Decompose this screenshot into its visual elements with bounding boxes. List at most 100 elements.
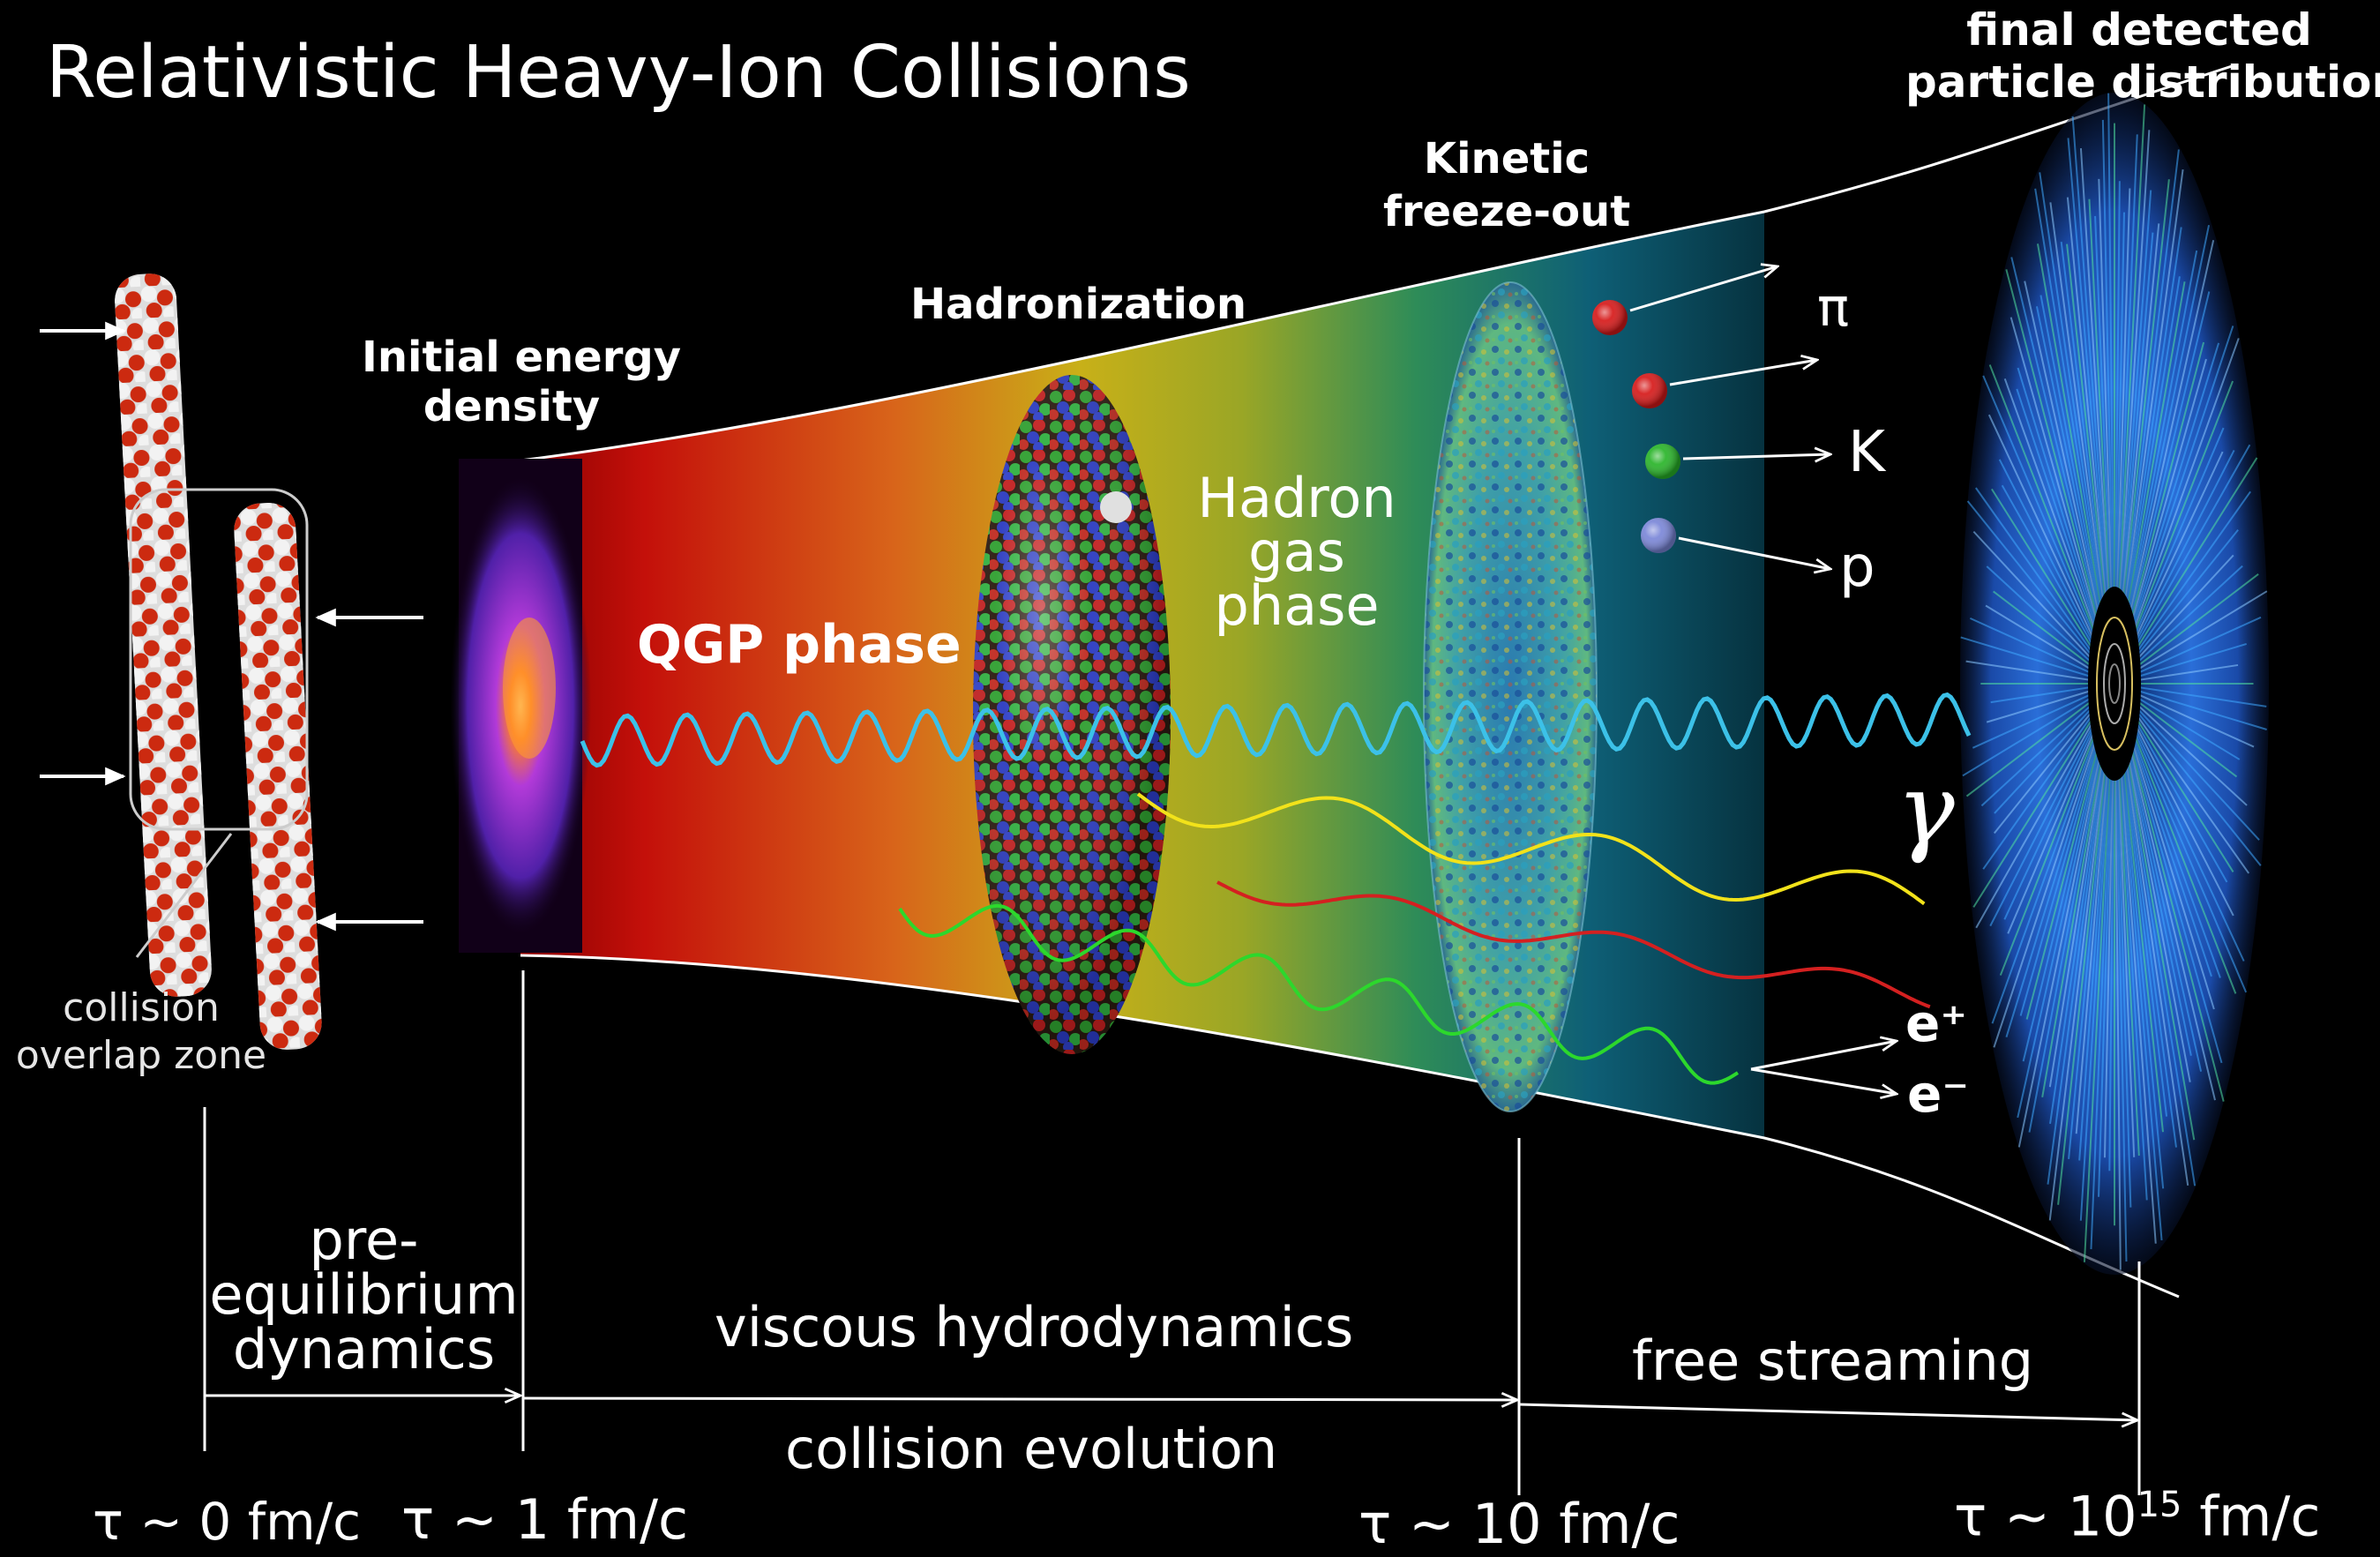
detector-track — [2094, 215, 2112, 596]
detector-track — [2090, 771, 2112, 1250]
detector-track — [2125, 759, 2197, 1186]
detector-track — [2117, 134, 2138, 596]
detector-track — [2007, 730, 2096, 934]
detector-track — [2016, 388, 2098, 630]
detector-track — [2130, 358, 2207, 625]
free-streaming-arrow — [1518, 1403, 2137, 1420]
hadron-gas-line-3: phase — [1214, 573, 1380, 638]
detector-track — [2048, 764, 2107, 1221]
overlap-zone-box — [129, 488, 309, 831]
detector-track — [2137, 689, 2267, 730]
detector-track — [2017, 751, 2100, 1119]
detector-track — [2115, 212, 2125, 595]
detector-track — [2088, 198, 2111, 597]
detector-track — [2039, 295, 2102, 612]
detector-track — [2066, 243, 2107, 603]
detector-track — [2133, 730, 2248, 993]
detector-track — [1969, 617, 2092, 675]
detector-track — [2005, 740, 2098, 1038]
detector-track — [2132, 380, 2234, 635]
detector-track — [2136, 707, 2260, 841]
detector-track — [2126, 281, 2186, 610]
detector-track — [1990, 685, 2092, 704]
detector-track — [1980, 703, 2093, 807]
detector-track — [2005, 269, 2099, 622]
detector-track — [2137, 663, 2239, 682]
initial-energy-line-1: Initial energy — [362, 333, 682, 382]
detector-track — [1991, 488, 2094, 651]
detector-track — [2136, 554, 2234, 661]
kaon-arrow — [1682, 454, 1830, 459]
free-streaming-label: free streaming — [1632, 1329, 2034, 1393]
detector-track — [2122, 149, 2180, 603]
detector-track — [1994, 707, 2093, 814]
detector-track — [1986, 689, 2092, 723]
detector-track — [2022, 748, 2100, 1062]
pion-label: π — [1817, 277, 1850, 339]
detector-track — [2107, 93, 2114, 595]
funnel-upper-edge — [520, 64, 2233, 462]
detector-track — [2136, 529, 2239, 657]
detector-track — [2131, 326, 2234, 630]
detector-track — [2079, 769, 2110, 1221]
kaon-particle — [1645, 444, 1680, 479]
freezeout-ellipse — [1423, 281, 1598, 1112]
detector-track — [2132, 735, 2221, 978]
pion-particle-2 — [1632, 373, 1667, 408]
detector-track — [2019, 743, 2099, 1016]
detector-track — [2134, 723, 2234, 917]
detector-track — [2137, 590, 2268, 671]
detector-track — [2129, 748, 2216, 1101]
initial-energy-line-2: density — [423, 382, 601, 432]
overlap-line-1: collision — [63, 985, 220, 1030]
detector-track — [2017, 752, 2101, 1148]
detector-track — [2049, 202, 2106, 605]
detector-track — [2117, 771, 2136, 1157]
detector-track — [1993, 737, 2098, 1048]
overlap-zone-label: collision overlap zone — [9, 985, 273, 1079]
detector-track — [2131, 740, 2215, 1010]
pre-eq-line-1: pre- — [309, 1208, 419, 1272]
detector-track — [2137, 685, 2267, 707]
detector-track — [2041, 757, 2103, 1098]
detector-track — [2078, 768, 2109, 1161]
detector-track — [2114, 181, 2121, 595]
detector-track — [1960, 636, 2092, 678]
detector-track — [2075, 767, 2108, 1134]
kinetic-line-1: Kinetic — [1423, 134, 1590, 183]
electron-arrow — [1750, 1067, 1897, 1094]
detector-track — [1965, 660, 2092, 682]
detector-track — [2003, 726, 2096, 920]
detector-track — [2135, 714, 2250, 874]
detector-track — [2103, 772, 2114, 1158]
detector-track — [2121, 767, 2163, 1240]
nucleus-left — [115, 273, 212, 997]
detector-track — [2115, 772, 2128, 1262]
detector-track — [2120, 768, 2157, 1244]
detector-track — [2137, 573, 2259, 668]
overlap-zone-pointer — [135, 833, 233, 958]
detector-track — [2067, 138, 2108, 600]
detector-track — [2132, 338, 2240, 633]
detector-track — [2135, 490, 2251, 654]
electron-label: e⁻ — [1907, 1064, 1969, 1124]
positron-label: e⁺ — [1905, 993, 1967, 1053]
detector-track — [2098, 771, 2113, 1197]
viscous-hydro-label: viscous hydrodynamics — [715, 1295, 1354, 1359]
detector-track — [2071, 116, 2109, 599]
time-label-t1: τ ~ 1 fm/c — [401, 1487, 689, 1552]
detector-track — [1965, 700, 2092, 797]
overlap-line-2: overlap zone — [15, 1033, 267, 1079]
detector-track — [2136, 710, 2262, 866]
detector-track — [2114, 772, 2122, 1270]
pre-eq-line-3: dynamics — [232, 1317, 496, 1381]
proton-label: p — [1839, 535, 1875, 600]
detector-track — [2131, 342, 2220, 627]
tfinal-unit: fm/c — [2182, 1484, 2321, 1549]
tfinal-base: τ ~ 10 — [1954, 1484, 2137, 1549]
final-detected-label: final detected particle distributions — [1905, 7, 2380, 105]
detector-track — [1982, 714, 2094, 870]
detector-track — [2137, 642, 2247, 678]
